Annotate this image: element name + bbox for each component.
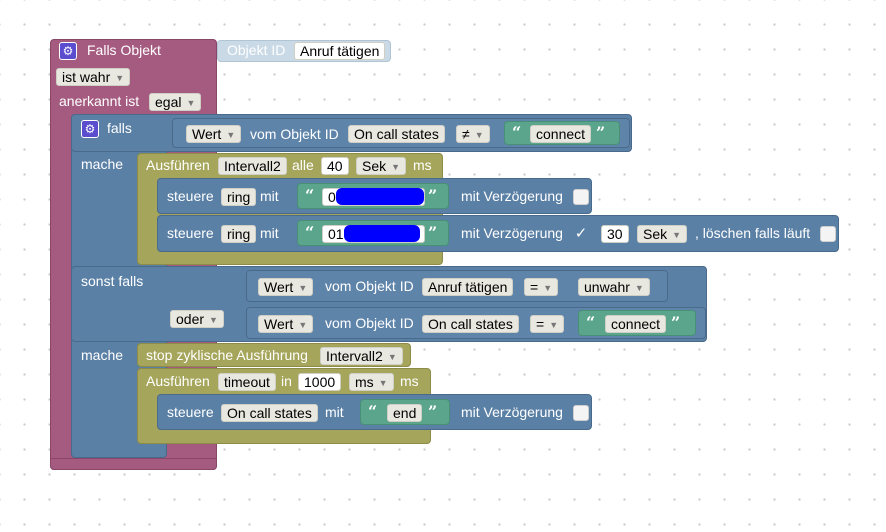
stop-name-dropdown[interactable]: Intervall2▼: [320, 347, 403, 365]
chevron-down-icon: ▼: [634, 283, 644, 293]
interval-ms-label: ms: [413, 157, 432, 173]
operator-dropdown-3[interactable]: =▼: [530, 315, 565, 333]
control1-delay-checkbox[interactable]: [573, 189, 589, 205]
vom-objekt-label-1: vom Objekt ID: [250, 126, 339, 142]
interval-name-dropdown[interactable]: Intervall2: [218, 157, 287, 175]
gear-icon[interactable]: ⚙: [81, 120, 99, 138]
timeout-name[interactable]: timeout: [218, 373, 276, 391]
interval-value-input[interactable]: 40: [321, 157, 349, 175]
wert-dropdown-3[interactable]: Wert▼: [258, 315, 314, 333]
control1-steuere-label: steuere: [167, 188, 214, 204]
object-id-label: Objekt ID: [227, 42, 286, 58]
stop-label: stop zyklische Ausführung: [146, 347, 308, 363]
control2-delay-label: mit Verzögerung: [461, 225, 563, 241]
redaction-mark: [336, 188, 424, 205]
chevron-down-icon: ▼: [474, 130, 484, 140]
interval-unit-dropdown[interactable]: Sek▼: [356, 157, 407, 175]
object-id-value[interactable]: Anruf tätigen: [294, 42, 386, 60]
control3-delay-label: mit Verzögerung: [461, 404, 563, 420]
control1-delay-label: mit Verzögerung: [461, 188, 563, 204]
control1-target[interactable]: ring: [221, 188, 257, 206]
redaction-mark: [344, 225, 420, 242]
control2-clear-label: , löschen falls läuft: [695, 225, 811, 241]
timeout-unit-dropdown[interactable]: ms▼: [349, 373, 394, 391]
timeout-ms-label: ms: [400, 373, 419, 389]
control2-mit-label: mit: [260, 225, 279, 241]
operator-dropdown-2[interactable]: =▼: [524, 278, 559, 296]
chevron-down-icon: ▼: [298, 283, 308, 293]
control2-delay-checkbox[interactable]: ✓: [574, 225, 588, 242]
chevron-down-icon: ▼: [115, 73, 125, 83]
open-quote-icon: “: [368, 402, 378, 421]
close-quote-icon: ”: [428, 223, 438, 242]
anerkannt-label: anerkannt ist: [59, 93, 140, 109]
chevron-down-icon: ▼: [672, 230, 682, 240]
chevron-down-icon: ▼: [391, 162, 401, 172]
close-quote-icon: ”: [596, 123, 606, 142]
control2-delay-value[interactable]: 30: [601, 225, 629, 243]
control3-delay-checkbox[interactable]: [573, 405, 589, 421]
control2-delay-unit[interactable]: Sek▼: [637, 225, 688, 243]
operator-dropdown-1[interactable]: ≠▼: [456, 125, 490, 143]
oder-dropdown[interactable]: oder▼: [170, 310, 224, 328]
control1-mit-label: mit: [260, 188, 279, 204]
anerkannt-dropdown[interactable]: egal▼: [149, 93, 202, 111]
vom-objekt-label-3: vom Objekt ID: [325, 315, 414, 331]
open-quote-icon: “: [305, 223, 315, 242]
open-quote-icon: “: [305, 186, 315, 205]
control2-steuere-label: steuere: [167, 225, 214, 241]
interval-ausfuehren-label: Ausführen: [146, 157, 210, 173]
close-quote-icon: ”: [428, 402, 438, 421]
mache-label-2: mache: [81, 347, 124, 363]
string-value-3[interactable]: connect: [605, 315, 667, 333]
close-quote-icon: ”: [671, 313, 681, 332]
string-value-1[interactable]: connect: [530, 125, 592, 143]
chevron-down-icon: ▼: [387, 352, 397, 362]
object-id-value-1[interactable]: On call states: [348, 125, 445, 143]
vom-objekt-label-2: vom Objekt ID: [325, 278, 414, 294]
close-quote-icon: ”: [428, 186, 438, 205]
gear-icon[interactable]: ⚙: [59, 42, 77, 60]
control3-target[interactable]: On call states: [221, 404, 318, 422]
chevron-down-icon: ▼: [186, 98, 196, 108]
mache-label-1: mache: [81, 156, 124, 172]
open-quote-icon: “: [586, 313, 596, 332]
chevron-down-icon: ▼: [549, 320, 559, 330]
timeout-ausfuehren-label: Ausführen: [146, 373, 210, 389]
timeout-value-input[interactable]: 1000: [298, 373, 342, 391]
object-id-value-2[interactable]: Anruf tätigen: [422, 278, 514, 296]
control2-target[interactable]: ring: [221, 225, 257, 243]
trigger-block-bottom: [50, 458, 217, 470]
control3-steuere-label: steuere: [167, 404, 214, 420]
chevron-down-icon: ▼: [209, 315, 218, 325]
wert-dropdown-2[interactable]: Wert▼: [258, 278, 314, 296]
chevron-down-icon: ▼: [543, 283, 553, 293]
wert-dropdown-1[interactable]: Wert▼: [186, 125, 242, 143]
open-quote-icon: “: [512, 123, 522, 142]
chevron-down-icon: ▼: [378, 378, 388, 388]
ist-wahr-dropdown[interactable]: ist wahr▼: [56, 68, 131, 86]
interval-alle-label: alle: [292, 157, 314, 173]
chevron-down-icon: ▼: [226, 130, 236, 140]
bool-dropdown[interactable]: unwahr▼: [578, 278, 650, 296]
control3-mit-label: mit: [325, 404, 344, 420]
chevron-down-icon: ▼: [298, 320, 308, 330]
trigger-title: Falls Objekt: [87, 42, 161, 58]
falls-label: falls: [107, 120, 132, 136]
object-id-value-3[interactable]: On call states: [422, 315, 519, 333]
timeout-in-label: in: [281, 373, 292, 389]
control-block-2[interactable]: [157, 215, 839, 252]
control3-value[interactable]: end: [387, 404, 423, 422]
control2-clear-checkbox[interactable]: [820, 226, 836, 242]
sonst-falls-label: sonst falls: [81, 273, 144, 289]
